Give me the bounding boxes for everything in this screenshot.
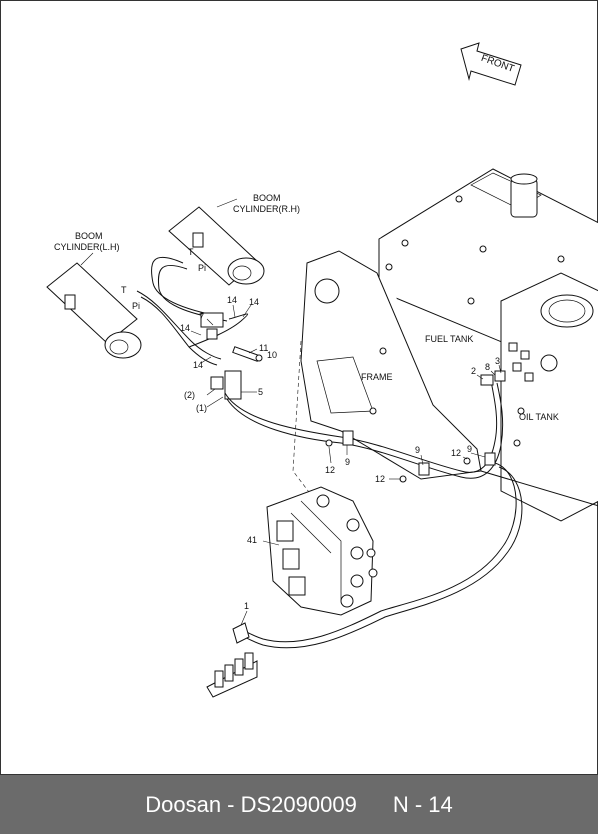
fuel-tank-label: FUEL TANK <box>425 334 473 344</box>
port-t-lh: T <box>121 285 127 295</box>
callout-11: 11 <box>259 343 268 353</box>
callout-7: 7 <box>199 312 204 322</box>
port-pi-lh: Pi <box>132 301 140 311</box>
boom-cylinder-lh: BOOM CYLINDER(L.H) T Pi <box>46 231 142 359</box>
page-number: N - 14 <box>392 791 453 817</box>
oil-tank: OIL TANK <box>500 272 598 522</box>
callouts: 14 14 14 7 14 11 10 (2) (1) 5 9 12 9 12 … <box>180 295 500 611</box>
pilot-lines <box>224 380 523 649</box>
boom-lh-label-2: CYLINDER(L.H) <box>54 242 120 252</box>
boom-rh-label-1: BOOM <box>253 193 281 203</box>
callout-5: 5 <box>258 387 263 397</box>
boom-cylinder-rh: BOOM CYLINDER(R.H) T Pi <box>168 193 300 286</box>
callout-9c: 9 <box>467 444 472 454</box>
leaders <box>190 304 502 480</box>
clamps <box>325 370 506 483</box>
frame-label: FRAME <box>361 372 393 382</box>
boom-rh-label-2: CYLINDER(R.H) <box>233 204 300 214</box>
boom-lh-label-1: BOOM <box>75 231 103 241</box>
callout-12b: 12 <box>375 474 385 484</box>
pilot-port-block <box>206 610 258 698</box>
main-control-valve <box>262 486 378 616</box>
port-pi-rh: Pi <box>198 263 206 273</box>
callout-9b: 9 <box>415 445 420 455</box>
port-t-rh: T <box>188 247 194 257</box>
junction-block <box>200 312 263 400</box>
callout-10: 10 <box>267 350 277 360</box>
callout-8: 8 <box>485 362 490 372</box>
callout-3: 3 <box>495 356 500 366</box>
diagram-svg: FRONT FUEL TANK <box>46 42 598 698</box>
callout-14a: 14 <box>227 295 237 305</box>
hydraulic-diagram: FRONT FUEL TANK <box>0 0 598 775</box>
callout-2p: (2) <box>184 390 195 400</box>
callout-14d: 14 <box>193 360 203 370</box>
callout-14c: 14 <box>180 323 190 333</box>
front-arrow: FRONT <box>460 42 522 86</box>
frame: FRAME <box>292 250 598 522</box>
callout-1p: (1) <box>196 403 207 413</box>
callout-9a: 9 <box>345 457 350 467</box>
callout-1: 1 <box>244 601 249 611</box>
document-code: Doosan - DS2090009 <box>145 791 357 817</box>
callout-41: 41 <box>247 535 257 545</box>
callout-14b: 14 <box>249 297 259 307</box>
callout-2: 2 <box>471 366 476 376</box>
oil-tank-label: OIL TANK <box>519 412 559 422</box>
page-footer: Doosan - DS2090009 N - 14 <box>0 775 598 834</box>
callout-12a: 12 <box>325 465 335 475</box>
callout-12c: 12 <box>451 448 461 458</box>
